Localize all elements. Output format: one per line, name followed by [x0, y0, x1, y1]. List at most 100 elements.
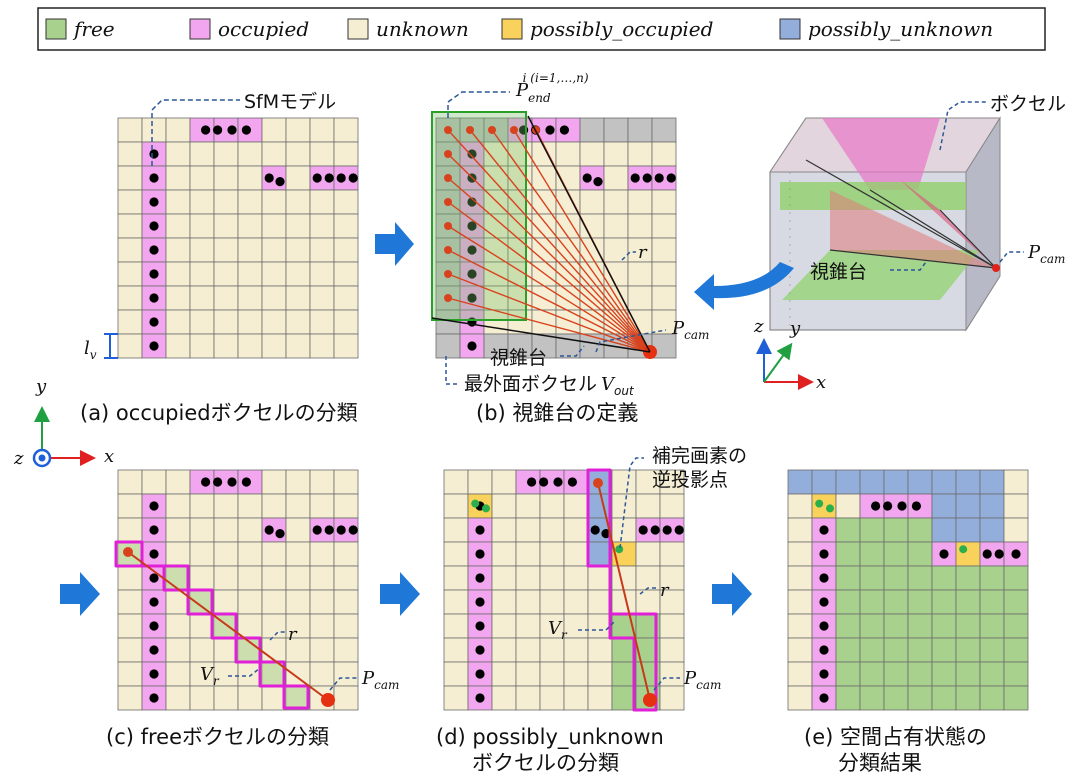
- point: [819, 693, 829, 703]
- legend-item-possibly_unknown: possibly_unknown: [779, 17, 993, 41]
- voxel-cell: [261, 141, 287, 167]
- voxel-cell: [835, 541, 861, 567]
- arrow-3d-to-b: [694, 262, 794, 310]
- point: [959, 545, 968, 554]
- point: [201, 477, 211, 487]
- voxel-cell: [931, 661, 957, 687]
- arrow-d-to-e: [712, 572, 752, 616]
- voxel-cell: [859, 565, 885, 591]
- voxel-cell: [811, 589, 837, 615]
- voxel-cell: [213, 165, 239, 191]
- voxel-cell: [333, 213, 359, 239]
- voxel-cell: [539, 493, 565, 519]
- voxel-cell: [835, 565, 861, 591]
- point: [871, 501, 881, 511]
- voxel-cell: [563, 685, 589, 711]
- point: [324, 525, 334, 535]
- voxel-cell: [1003, 517, 1029, 543]
- point: [475, 597, 485, 607]
- voxel-cell: [189, 517, 215, 543]
- panel-a-labels: SfMモデル lv (a) occupiedボクセルの分類: [80, 91, 358, 425]
- legend-label-possibly_unknown: possibly_unknown: [808, 17, 993, 41]
- voxel-cell: [587, 589, 613, 615]
- point: [662, 525, 672, 535]
- voxel-cell: [213, 189, 239, 215]
- voxel-cell: [979, 517, 1005, 543]
- point: [149, 341, 159, 351]
- voxel-cell: [787, 469, 813, 495]
- voxel-cell: [491, 541, 517, 567]
- voxel-cell: [859, 637, 885, 663]
- voxel-cell: [189, 493, 215, 519]
- voxel-cell: [579, 117, 605, 143]
- voxel-cell: [603, 165, 629, 191]
- voxel-cell: [611, 637, 637, 663]
- voxel-cell: [627, 189, 653, 215]
- ray: [447, 249, 651, 353]
- voxel-cell: [883, 541, 909, 567]
- voxel-cell: [579, 189, 605, 215]
- voxel-cell: [189, 237, 215, 263]
- voxel-cell: [611, 493, 637, 519]
- end-point: [488, 126, 496, 134]
- voxel-cell: [515, 613, 541, 639]
- voxel-cell: [979, 469, 1005, 495]
- end-point: [510, 126, 518, 134]
- voxel-cell: [955, 565, 981, 591]
- voxel-cell: [285, 237, 311, 263]
- pend-label: Pendi (i=1,…,n): [515, 71, 589, 105]
- voxel-label: ボクセル: [990, 93, 1066, 115]
- voxel-cell: [309, 261, 335, 287]
- voxel-cell: [309, 237, 335, 263]
- point: [149, 525, 159, 535]
- caption-e-line2: 分類結果: [838, 751, 922, 775]
- voxel-cell: [261, 309, 287, 335]
- voxel-cell: [659, 565, 685, 591]
- voxel-cell: [491, 637, 517, 663]
- voxel-cell: [835, 637, 861, 663]
- voxel-cell: [563, 541, 589, 567]
- voxel-cell: [261, 189, 287, 215]
- voxel-cell: [189, 213, 215, 239]
- voxel-cell: [189, 189, 215, 215]
- voxel-cell: [117, 469, 143, 495]
- voxel-cell: [285, 517, 311, 543]
- voxel-cell: [787, 541, 813, 567]
- end-point: [444, 150, 452, 158]
- voxel-cell: [285, 589, 311, 615]
- point: [642, 173, 652, 183]
- voxel-cell: [531, 237, 557, 263]
- voxel-cell: [285, 117, 311, 143]
- legend-item-occupied: occupied: [189, 17, 309, 41]
- point: [666, 173, 676, 183]
- point: [471, 499, 480, 508]
- point: [654, 173, 664, 183]
- voxel-cell: [955, 637, 981, 663]
- ray-r-label-c: r: [288, 624, 298, 645]
- voxel-cell: [1003, 493, 1029, 519]
- point: [149, 669, 159, 679]
- point: [467, 341, 477, 351]
- voxel-cell: [189, 309, 215, 335]
- voxel-cell: [213, 261, 239, 287]
- ray: [447, 129, 651, 353]
- voxel-cell: [237, 333, 263, 359]
- voxel-cell: [1003, 469, 1029, 495]
- pcam-label-d: Pcam: [683, 668, 721, 692]
- ray: [469, 129, 651, 353]
- point: [994, 549, 1004, 559]
- voxel-cell: [859, 685, 885, 711]
- ray: [491, 129, 651, 353]
- voxel-cell: [309, 285, 335, 311]
- point: [149, 597, 159, 607]
- voxel-cell: [261, 117, 287, 143]
- voxel-cell: [165, 237, 191, 263]
- end-point: [444, 198, 452, 206]
- ray: [447, 273, 651, 353]
- voxel-cell: [333, 261, 359, 287]
- voxel-cell: [117, 117, 143, 143]
- voxel-cell: [117, 493, 143, 519]
- point: [559, 125, 570, 135]
- voxel-cell: [165, 333, 191, 359]
